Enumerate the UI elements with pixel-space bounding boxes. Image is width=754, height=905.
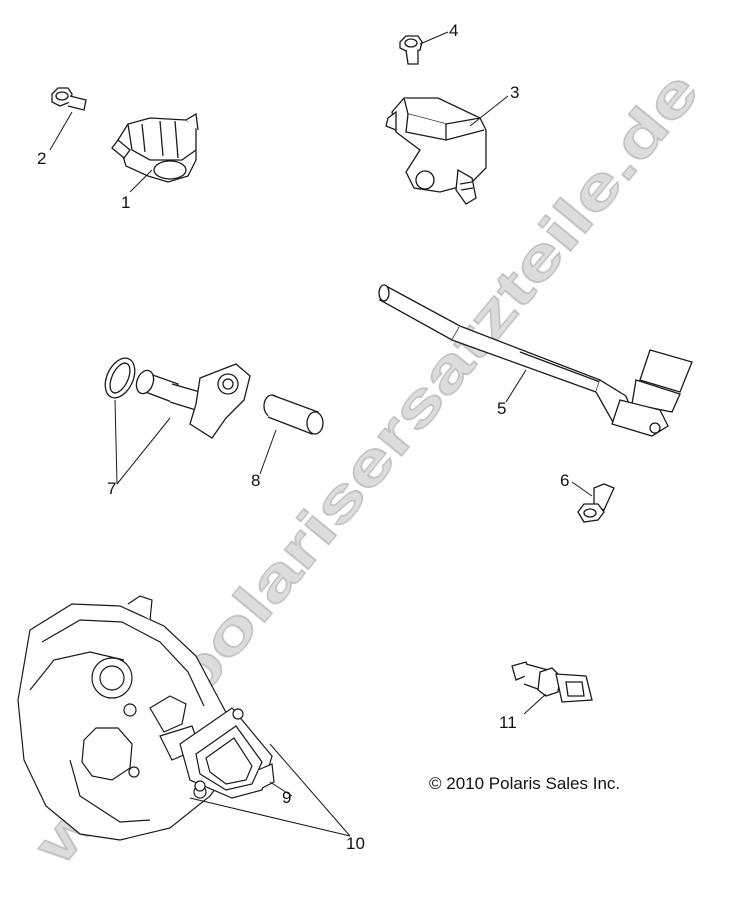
callout-6: 6 (560, 471, 570, 490)
part-1-sensor[interactable] (112, 114, 198, 182)
callout-9: 9 (282, 788, 292, 807)
part-5-speed-sensor[interactable] (379, 285, 692, 436)
callout-1: 1 (121, 193, 131, 212)
part-3-map-sensor[interactable] (386, 98, 486, 204)
part-4-bolt[interactable] (400, 36, 422, 64)
callout-7: 7 (107, 479, 117, 498)
part-6-bolt[interactable] (578, 484, 614, 522)
callout-11: 11 (499, 713, 517, 732)
part-8-sleeve[interactable] (264, 395, 323, 434)
leader-lines (49, 31, 593, 837)
part-2-bolt[interactable] (52, 88, 86, 110)
callout-4: 4 (449, 21, 459, 40)
callout-10: 10 (346, 834, 365, 853)
copyright-notice: © 2010 Polaris Sales Inc. (429, 774, 621, 793)
callout-2: 2 (37, 149, 47, 168)
callout-8: 8 (251, 471, 261, 490)
callout-5: 5 (497, 399, 507, 418)
callout-3: 3 (510, 83, 520, 102)
part-11-temp-sensor[interactable] (512, 662, 592, 702)
throttle-body-assembly[interactable] (18, 596, 274, 840)
part-7-sensor-oring[interactable] (99, 353, 250, 438)
